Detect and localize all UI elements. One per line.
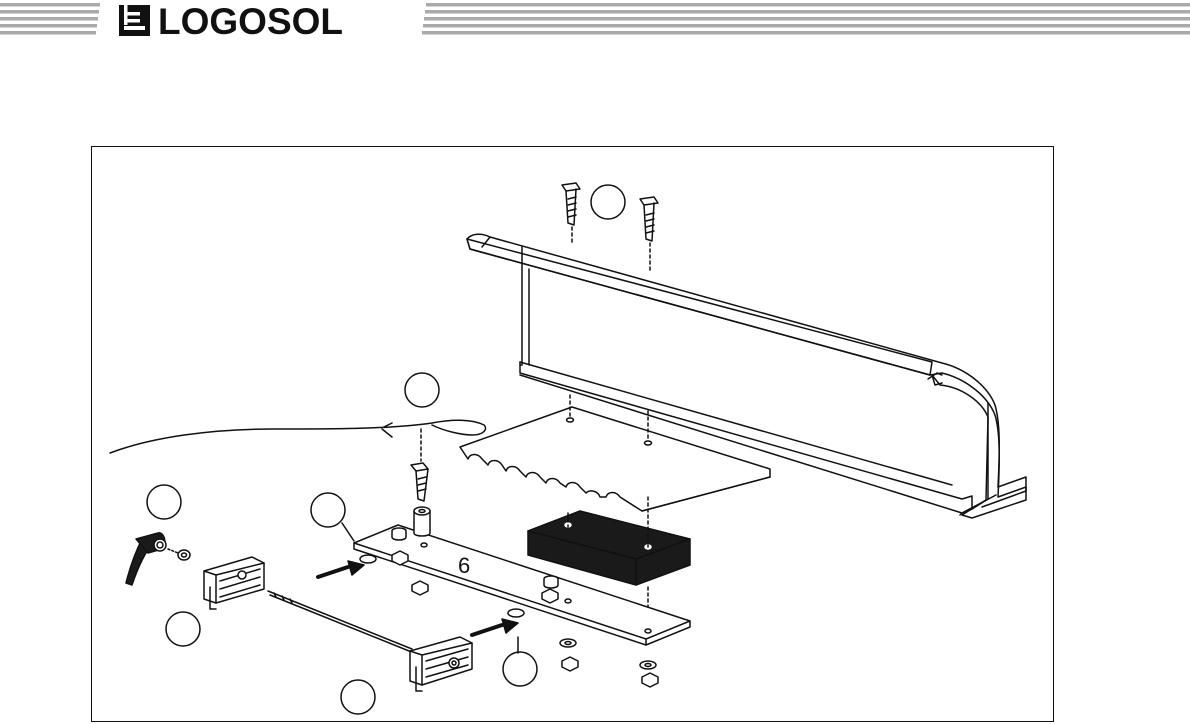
clamp-lever — [126, 533, 190, 585]
callout-circle-bar — [311, 493, 345, 527]
page-header: LOGOSOL — [0, 0, 1190, 42]
rail-bolt-left — [562, 183, 580, 245]
rail-bolt-right — [640, 197, 658, 271]
push-arrow-left — [318, 561, 364, 577]
toothed-plate — [460, 395, 770, 511]
callout-circle-bottom — [341, 680, 375, 714]
logosol-mark-icon — [119, 5, 150, 36]
header-stripes-left — [0, 3, 100, 35]
brand-logo-text: LOGOSOL — [158, 1, 343, 42]
callout-circle-bolt — [405, 373, 439, 407]
center-bolt — [411, 429, 428, 501]
callout-circle-clamp-right — [503, 652, 537, 686]
header-stripes-right — [422, 3, 1190, 35]
part-label-6: 6 — [458, 553, 470, 578]
callout-circle-top — [591, 185, 625, 219]
spacer-sleeve — [414, 507, 430, 536]
callout-circle-clamp-left — [166, 612, 200, 646]
assembly-diagram: 6 — [92, 147, 1052, 720]
diagram-frame: 6 — [91, 146, 1054, 722]
callout-circle-lever — [147, 485, 181, 519]
clamp-block-left — [204, 557, 264, 609]
push-arrow-right — [472, 619, 518, 635]
clamp-block-right — [410, 637, 472, 691]
threaded-rod — [268, 591, 414, 653]
safety-cable — [110, 420, 486, 453]
